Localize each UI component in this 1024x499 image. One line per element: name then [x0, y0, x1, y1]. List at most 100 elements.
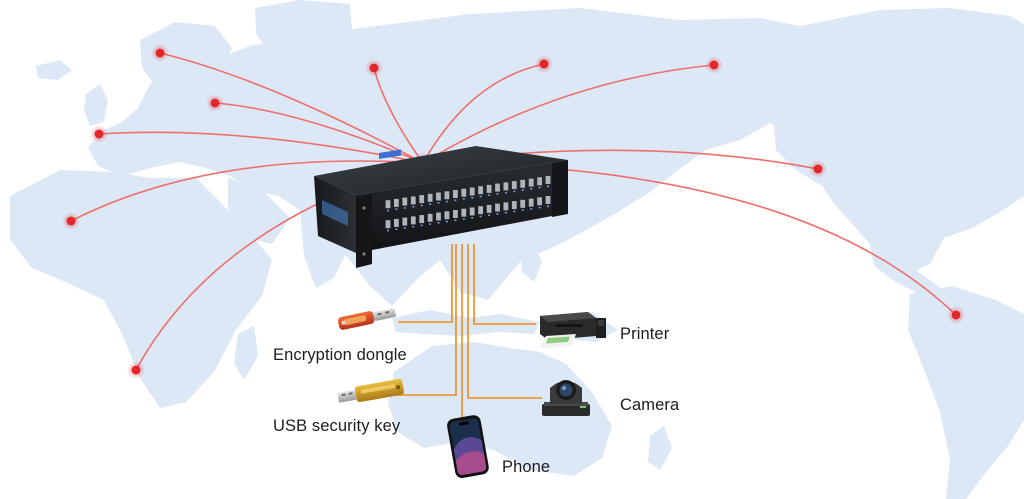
hub-usb-port — [461, 208, 467, 217]
hub-port-led — [538, 186, 541, 189]
label-encryption-dongle: Encryption dongle — [273, 346, 407, 364]
hub-port-led — [387, 209, 389, 212]
map-south-america — [908, 286, 1024, 499]
hub-usb-port — [385, 220, 391, 229]
hub-usb-port — [478, 206, 483, 215]
hub-port-led — [471, 217, 474, 219]
hub-usb-port — [410, 216, 416, 225]
map-indonesia — [392, 310, 540, 336]
device-links — [396, 244, 542, 418]
hub-usb-port — [427, 213, 433, 222]
hub-usb-port — [478, 186, 483, 195]
network-node-2 — [365, 59, 383, 77]
hub-port-led — [547, 205, 549, 208]
hub-port-led — [538, 206, 541, 209]
hub-port-led — [488, 214, 491, 216]
hub-ear-screw-2 — [362, 252, 366, 256]
usb-hub-rack-server-icon — [314, 146, 568, 268]
hub-port-led — [437, 202, 440, 204]
hub-usb-port — [503, 182, 509, 191]
hub-port-led — [513, 210, 516, 213]
hub-rack-ear-left — [356, 194, 372, 268]
device-link-encryption-dongle — [398, 244, 453, 323]
network-link-2 — [373, 67, 424, 164]
hub-usb-port — [528, 178, 534, 187]
network-link-8 — [422, 64, 715, 164]
network-node-4 — [90, 125, 108, 143]
map-iceland — [36, 60, 72, 80]
hub-port-led — [445, 200, 448, 203]
hub-port-led — [504, 211, 507, 214]
hub-port-led — [479, 215, 482, 218]
hub-port-led — [445, 220, 448, 223]
hub-port-led — [521, 209, 524, 211]
hub-port-led — [387, 229, 389, 232]
hub-port-led — [429, 223, 432, 225]
hub-usb-port — [436, 212, 441, 221]
printer-icon — [540, 312, 606, 348]
hub-usb-port — [444, 211, 450, 220]
hub-port-led — [462, 218, 465, 220]
network-node-5 — [62, 212, 80, 230]
map-north-america — [660, 8, 1024, 272]
network-link-1 — [159, 52, 424, 164]
device-link-usb-security-key — [396, 244, 457, 396]
hub-usb-port — [402, 217, 408, 226]
hub-port-led — [547, 185, 549, 188]
hub-usb-port — [537, 197, 542, 206]
hub-usb-port — [402, 197, 408, 206]
hub-port-led — [420, 204, 423, 207]
network-link-5 — [70, 160, 424, 222]
hub-port-led — [488, 194, 491, 196]
hub-port-led — [479, 195, 482, 198]
hub-port-led — [496, 213, 499, 215]
hub-port-led — [429, 203, 432, 205]
hub-usb-port — [444, 191, 450, 200]
hub-usb-port — [453, 210, 458, 218]
network-node-6 — [127, 361, 145, 379]
hub-usb-port — [410, 196, 416, 205]
network-node-8 — [705, 56, 723, 74]
network-node-3 — [206, 94, 224, 112]
hub-port-led — [496, 193, 499, 195]
network-node-9 — [809, 160, 827, 178]
ptz-camera-icon — [542, 380, 590, 416]
network-link-7 — [422, 63, 545, 164]
hub-port-led — [403, 227, 406, 229]
map-madagascar — [234, 326, 258, 380]
label-phone: Phone — [502, 458, 551, 476]
hub-usb-port — [419, 215, 425, 224]
world-map — [10, 0, 1024, 499]
network-link-4 — [98, 131, 424, 164]
hub-usb-port — [469, 207, 475, 216]
hub-usb-port — [394, 198, 399, 207]
hub-usb-port — [419, 195, 425, 204]
hub-port-led — [395, 208, 398, 210]
hub-port-led — [403, 207, 406, 209]
hub-port-led — [454, 219, 457, 222]
smartphone-icon — [447, 415, 489, 478]
hub-usb-port — [537, 177, 542, 186]
hub-port-led — [530, 208, 533, 210]
map-japan — [626, 112, 660, 176]
map-new-zealand — [648, 426, 672, 470]
hub-ports — [385, 176, 551, 232]
hub-usb-port — [436, 192, 441, 201]
label-camera: Camera — [620, 396, 680, 414]
map-africa — [10, 170, 272, 408]
hub-usb-port — [511, 181, 517, 190]
hub-top-face — [314, 146, 568, 195]
hub-port-led — [420, 224, 423, 227]
map-uk — [84, 84, 108, 126]
hub-port-led — [395, 228, 398, 230]
hub-usb-port — [469, 187, 475, 196]
device-link-printer — [473, 244, 536, 325]
hub-usb-port — [495, 203, 500, 212]
map-australia — [388, 342, 612, 476]
usb-dongle-icon — [337, 308, 396, 330]
hub-usb-port — [385, 200, 391, 209]
hub-usb-port — [545, 196, 551, 204]
network-node-10 — [947, 306, 965, 324]
label-printer: Printer — [620, 325, 670, 343]
